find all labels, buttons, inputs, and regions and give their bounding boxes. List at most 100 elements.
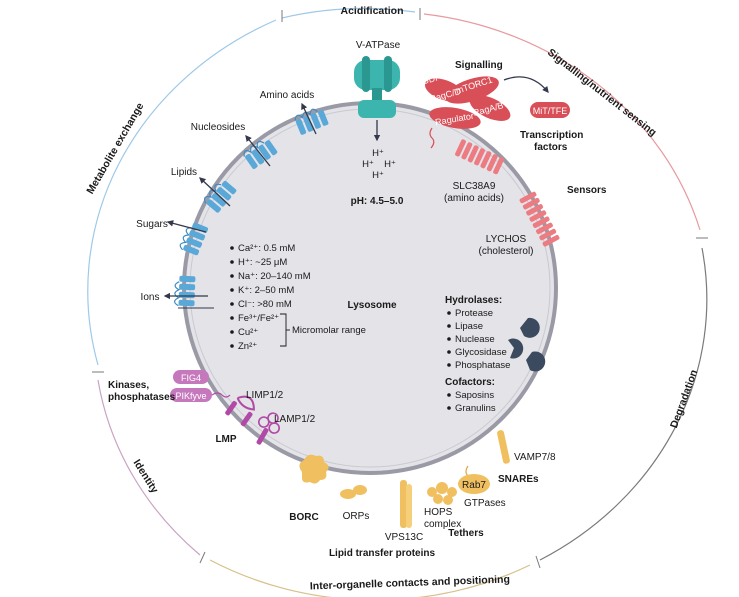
fig4-shape: [173, 370, 209, 384]
orps-label: ORPs: [343, 511, 370, 522]
contacts-group: [299, 430, 510, 528]
ion-item: Fe³⁺/Fe²⁺: [238, 313, 279, 324]
proton-label: H⁺: [372, 170, 384, 181]
ring-arc-signalling: [423, 13, 701, 231]
transporter-amino-acids: [294, 108, 329, 135]
section-degradation: Degradation: [668, 368, 700, 430]
ion-item: Cu²⁺: [238, 327, 258, 338]
snares-label: SNAREs: [498, 474, 539, 485]
orps-shape: [340, 489, 356, 499]
slc38a9-label: SLC38A9: [453, 181, 496, 192]
vps13c-label: VPS13C: [385, 532, 423, 543]
hydrolase-enzyme-icon: [520, 317, 540, 338]
mtorc1-to-tfe-arrow: [503, 76, 549, 94]
amino-acids-arrow: [301, 102, 317, 135]
ring-arc-contacts: [209, 559, 531, 597]
identity-group: [170, 370, 280, 445]
sensor-lychos: [519, 191, 560, 247]
mit-tfe-shape: [530, 102, 570, 118]
lamp-protein: [256, 412, 280, 445]
label-ions: Ions: [141, 292, 160, 303]
ragcd-shape: [424, 78, 464, 102]
hops-complex-shape: [427, 482, 457, 505]
ion-item: Cl⁻: >80 mM: [238, 299, 292, 310]
orps-shape: [353, 485, 367, 495]
section-metabolite-exchange: Metabolite exchange: [84, 101, 146, 197]
pikfyve-label: PIKfyve: [175, 391, 206, 401]
ion-item: Zn²⁺: [238, 341, 257, 352]
transporter-sugars: [179, 222, 209, 256]
ion-item: K⁺: 2–50 mM: [238, 285, 294, 296]
limp-protein: [225, 395, 255, 427]
proton-label: H⁺: [384, 159, 396, 170]
label-sugars: Sugars: [136, 219, 168, 230]
v-atpase-v1-domain: [354, 60, 400, 90]
label-amino-acids: Amino acids: [260, 90, 314, 101]
label-lipids: Lipids: [171, 167, 197, 178]
borc-shape: [299, 454, 329, 484]
transporter-ions: [174, 275, 196, 307]
lychos-sublabel: (cholesterol): [478, 246, 533, 257]
vamp-shape: [497, 430, 510, 464]
v-atpase-subunit: [384, 56, 392, 92]
section-acidification: Acidification: [340, 5, 403, 17]
micromolar-label: Micromolar range: [292, 325, 366, 336]
ring-arc-identity: [97, 379, 201, 556]
lysosome-title: Lysosome: [347, 300, 397, 311]
slc38a9-sublabel: (amino acids): [444, 193, 504, 204]
metabolite-transporters: [163, 102, 329, 309]
ragab-shape: [469, 95, 511, 121]
kinases-label: Kinases,phosphatases: [108, 380, 176, 403]
transporter-lipids: [203, 180, 237, 213]
hydrolase-enzyme-icon: [526, 351, 546, 372]
hydrolase-item: Glycosidase: [455, 347, 507, 358]
outer-section-ring: [87, 7, 708, 597]
ph-label: pH: 4.5–5.0: [351, 196, 404, 207]
mit-tfe-label: MiT/TFE: [533, 106, 568, 116]
gtpases-label: GTPases: [464, 498, 506, 509]
tethers-label: Tethers: [448, 528, 484, 539]
ragulator-anchor: [429, 127, 435, 149]
ion-item: Na⁺: 20–140 mM: [238, 271, 311, 282]
nucleosides-arrow: [245, 134, 271, 167]
ring-arc-metabolite: [87, 19, 277, 366]
v-atpase: [354, 56, 400, 142]
transporter-nucleosides: [243, 140, 278, 169]
hydrolases-title: Hydrolases:: [445, 295, 502, 306]
v-atpase-label: V-ATPase: [356, 40, 401, 51]
signalling-title: Signalling: [455, 60, 503, 71]
v-atpase-stalk: [372, 88, 382, 104]
cofactor-item: Saposins: [455, 390, 494, 401]
section-identity: Identity: [131, 457, 161, 495]
ring-tick: [199, 551, 206, 564]
hydrolase-item: Nuclease: [455, 334, 495, 345]
ion-item: Ca²⁺: 0.5 mM: [238, 243, 295, 254]
lmp-label: LMP: [215, 434, 236, 445]
ring-arc-degradation: [539, 247, 708, 561]
hydrolase-item: Lipase: [455, 321, 483, 332]
ion-item: H⁺: ~25 μM: [238, 257, 287, 268]
hydrolase-item: Phosphatase: [455, 360, 510, 371]
lipids-arrow: [199, 177, 231, 207]
hydrolases-block: Hydrolases: Protease Lipase Nuclease Gly…: [445, 295, 510, 414]
borc-label: BORC: [289, 512, 318, 523]
section-inter-organelle: Inter-organelle contacts and positioning: [310, 574, 510, 593]
signalling-complex: [424, 76, 511, 149]
v-atpase-v0-domain: [358, 100, 396, 118]
ion-concentration-list: Ca²⁺: 0.5 mM H⁺: ~25 μM Na⁺: 20–140 mM K…: [230, 243, 366, 352]
sugars-arrow: [166, 220, 207, 233]
vamp-label: VAMP7/8: [514, 452, 556, 463]
vps13c-shape: [400, 480, 412, 528]
rab7-shape: [458, 474, 490, 494]
lipid-transfer-label: Lipid transfer proteins: [329, 548, 436, 559]
ring-arc-acidification: [281, 7, 416, 19]
ring-tick: [535, 555, 541, 569]
proton-label: H⁺: [372, 148, 384, 159]
fig4-label: FIG4: [181, 373, 201, 383]
sensors-title: Sensors: [567, 185, 607, 196]
gdp-label: GDP: [421, 72, 442, 87]
